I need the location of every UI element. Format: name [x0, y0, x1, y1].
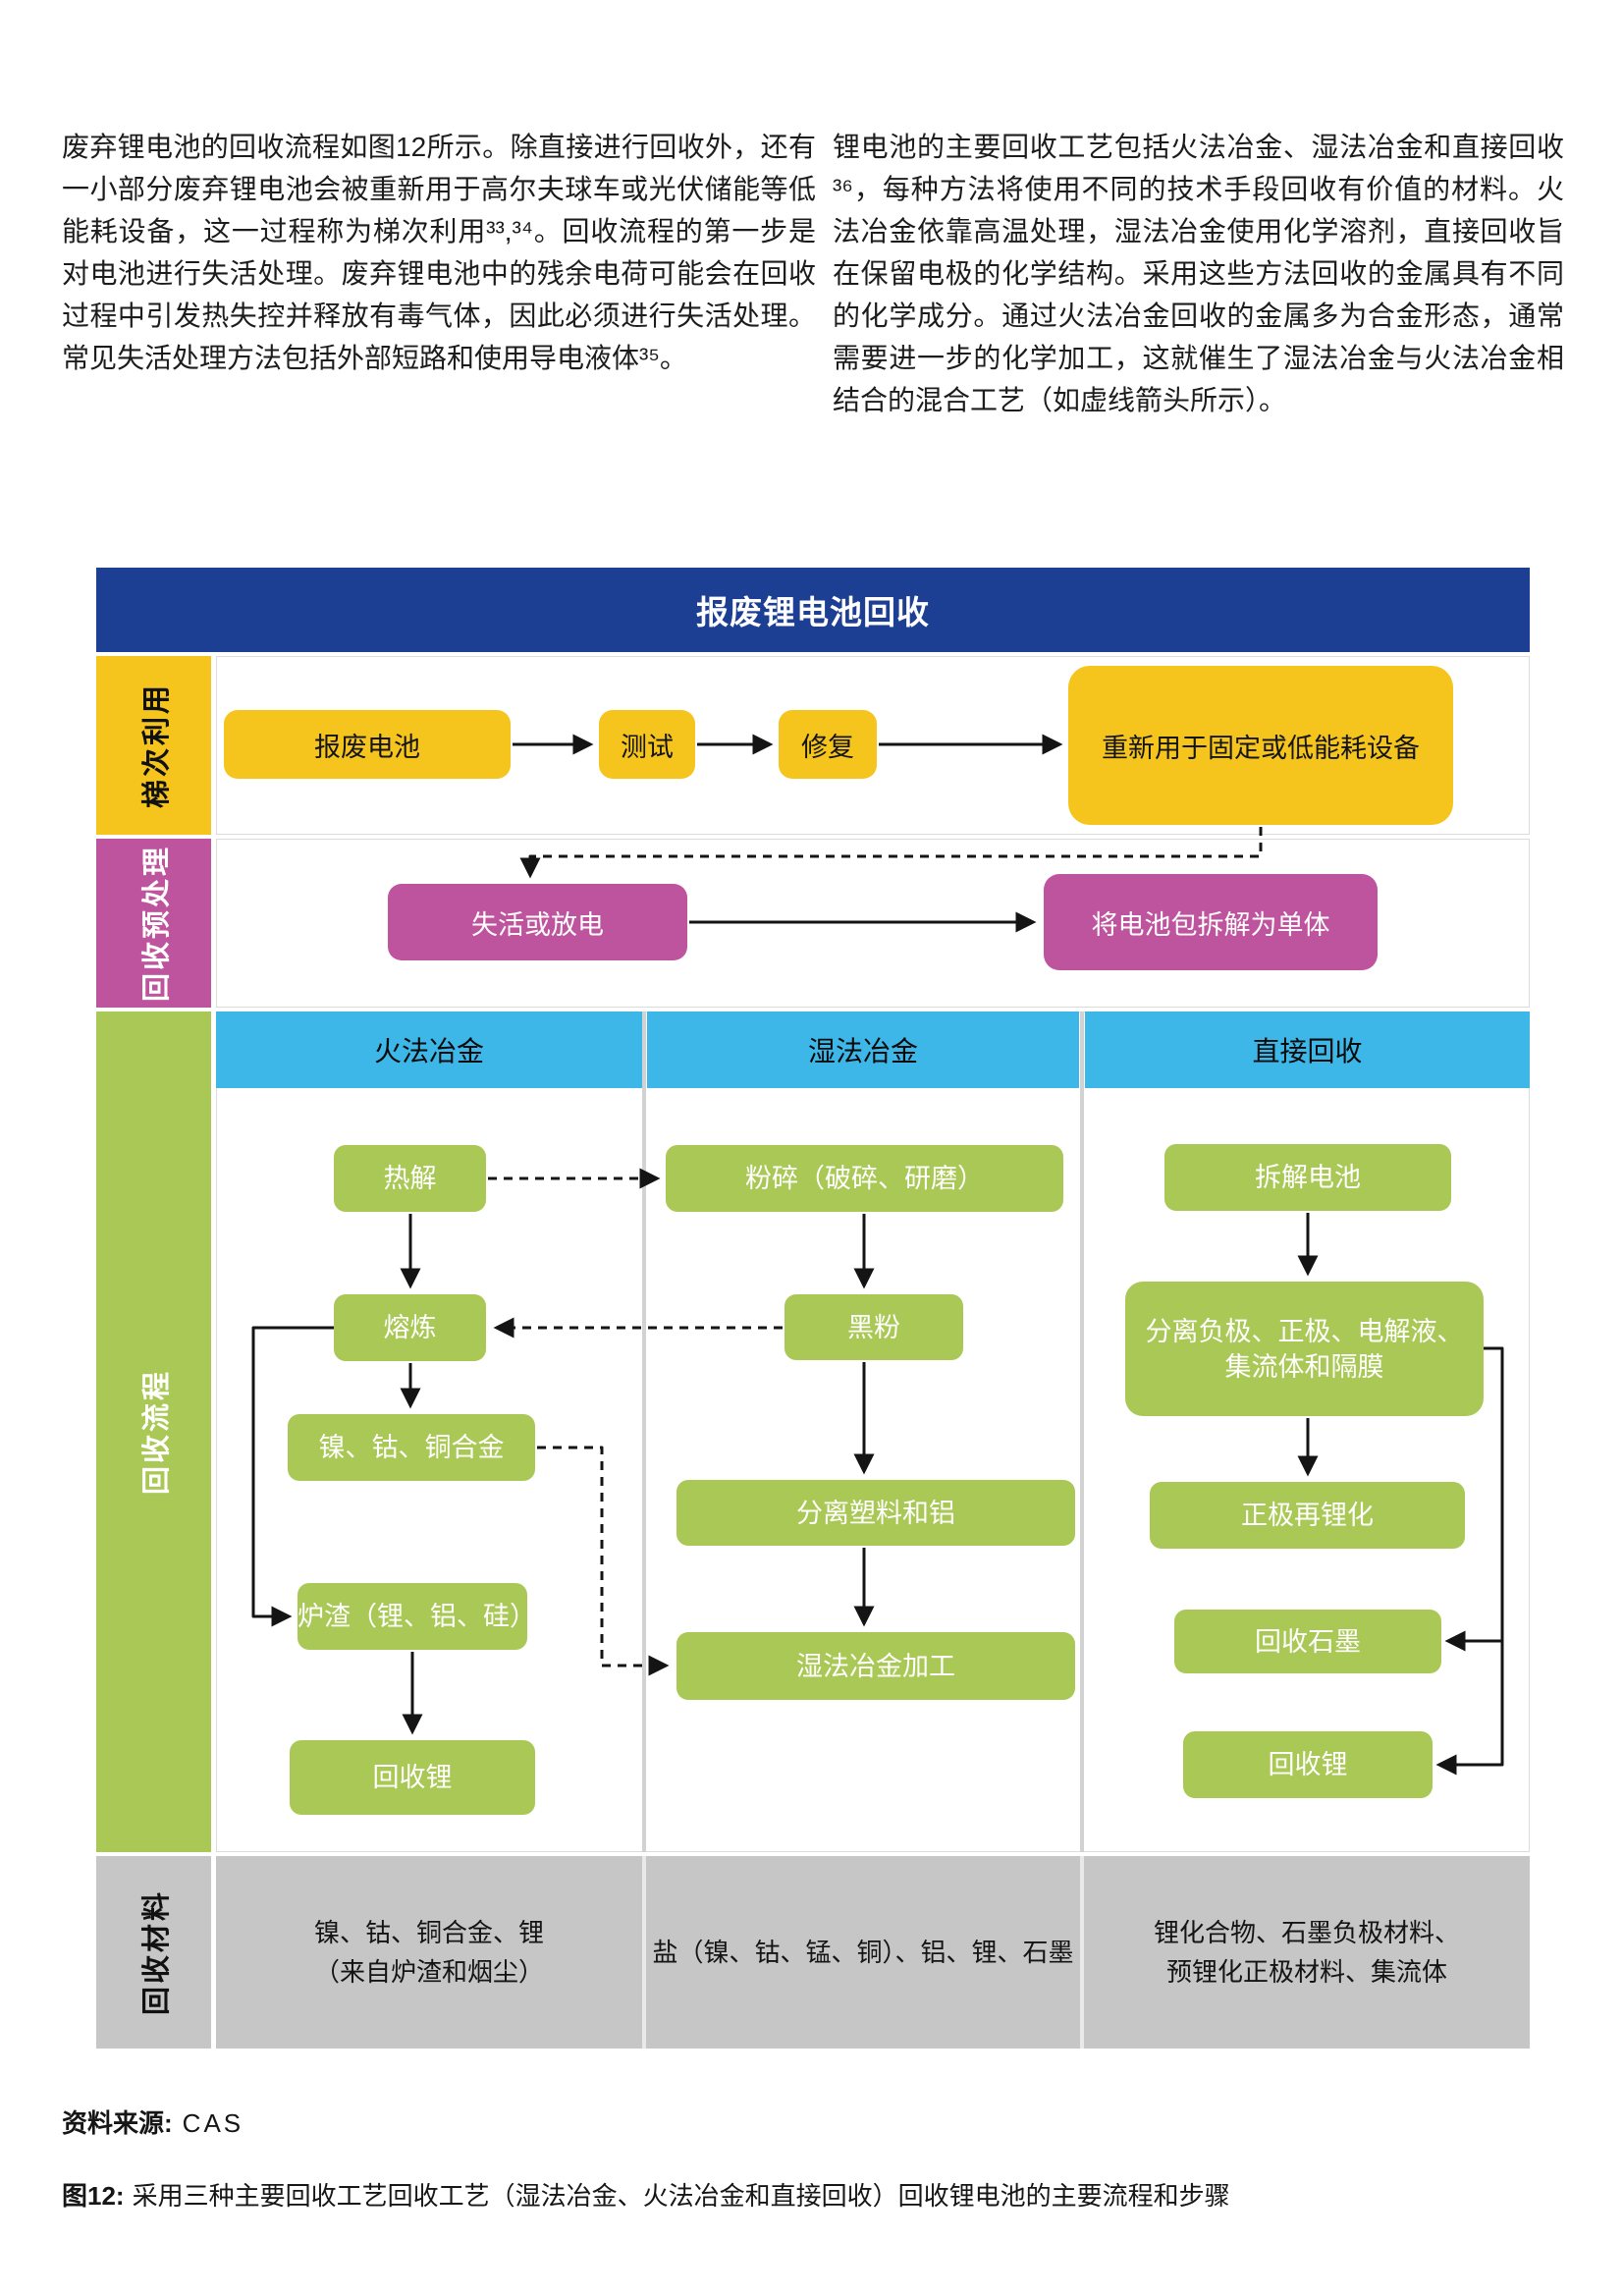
figure-label: 图12:: [62, 2181, 125, 2211]
flow-box-separate-plastic-aluminum: 分离塑料和铝: [676, 1480, 1075, 1546]
intro-paragraph-left: 废弃锂电池的回收流程如图12所示。除直接进行回收外，还有一小部分废弃锂电池会被重…: [62, 132, 816, 373]
flow-box-slag: 炉渣（锂、铝、硅）: [298, 1583, 536, 1650]
flow-box-recover-graphite: 回收石墨: [1174, 1610, 1441, 1673]
materials-pyro-cell: 镍、钴、铜合金、锂 （来自炉渣和烟尘）: [313, 1918, 544, 1987]
materials-direct-cell: 锂化合物、石墨负极材料、 预锂化正极材料、集流体: [1153, 1918, 1460, 1987]
figure-caption-line: 图12:采用三种主要回收工艺回收工艺（湿法冶金、火法冶金和直接回收）回收锂电池的…: [62, 2176, 1230, 2213]
flow-box-recover-lithium-direct: 回收锂: [1183, 1731, 1433, 1798]
flow-box-reuse-low-energy: 重新用于固定或低能耗设备: [1068, 666, 1453, 825]
band-process: 回收流程: [96, 1011, 211, 1852]
source-label: 资料来源:: [62, 2108, 173, 2138]
flow-box-separate-electrodes-electrolyte: 分离负极、正极、电解液、 集流体和隔膜: [1125, 1282, 1484, 1416]
flow-box-scrapped-battery: 报废电池: [224, 710, 511, 779]
band-pretreatment: 回收预处理: [96, 839, 211, 1008]
process-column-divider-2: [1080, 1011, 1084, 1852]
flow-box-cathode-relithiation: 正极再锂化: [1150, 1482, 1465, 1549]
materials-column-divider-1: [642, 1856, 646, 2049]
flow-box-ni-co-cu-alloy: 镍、钴、铜合金: [288, 1414, 535, 1481]
band-materials-label: 回收材料: [140, 1888, 173, 2016]
band-cascade-label: 梯次利用: [140, 682, 173, 809]
column-header-direct-recycling: 直接回收: [1085, 1011, 1530, 1088]
materials-column-divider-2: [1080, 1856, 1084, 2049]
column-header-pyrometallurgy: 火法冶金: [216, 1011, 642, 1088]
flow-box-repair: 修复: [779, 710, 877, 779]
figure-caption: 采用三种主要回收工艺回收工艺（湿法冶金、火法冶金和直接回收）回收锂电池的主要流程…: [132, 2181, 1230, 2211]
materials-hydro-cell: 盐（镍、钴、锰、铜）、铝、锂、石墨: [652, 1938, 1074, 1967]
band-materials: 回收材料: [96, 1856, 211, 2049]
flow-box-smelting: 熔炼: [334, 1294, 486, 1361]
process-column-divider-1: [642, 1011, 646, 1852]
intro-paragraph-right: 锂电池的主要回收工艺包括火法冶金、湿法冶金和直接回收³⁶，每种方法将使用不同的技…: [833, 132, 1564, 415]
flow-box-testing: 测试: [599, 710, 695, 779]
flow-box-crushing-grinding: 粉碎（破碎、研磨）: [666, 1145, 1063, 1212]
flow-box-black-mass: 黑粉: [784, 1294, 963, 1360]
diagram-title: 报废锂电池回收: [96, 568, 1530, 652]
band-pretreatment-label: 回收预处理: [140, 844, 173, 1003]
flow-box-disassemble-pack: 将电池包拆解为单体: [1044, 874, 1378, 970]
column-header-hydrometallurgy: 湿法冶金: [647, 1011, 1079, 1088]
flow-box-pyrolysis: 热解: [334, 1145, 486, 1212]
figure-12-flowchart: 报废锂电池回收 梯次利用 回收预处理 回收流程 回收材料 火法冶金 湿法冶金 直…: [96, 568, 1530, 2050]
flow-box-disassemble-battery: 拆解电池: [1164, 1144, 1451, 1211]
flow-box-recover-lithium-pyro: 回收锂: [290, 1740, 535, 1815]
band-cascade-use: 梯次利用: [96, 656, 211, 835]
source-line: 资料来源: CAS: [62, 2104, 243, 2140]
band-process-label: 回收流程: [140, 1368, 173, 1496]
flow-box-hydrometallurgical-processing: 湿法冶金加工: [676, 1632, 1075, 1700]
row-materials: [216, 1856, 1530, 2049]
source-value: CAS: [182, 2108, 244, 2138]
flow-box-deactivation-discharge: 失活或放电: [388, 884, 687, 960]
